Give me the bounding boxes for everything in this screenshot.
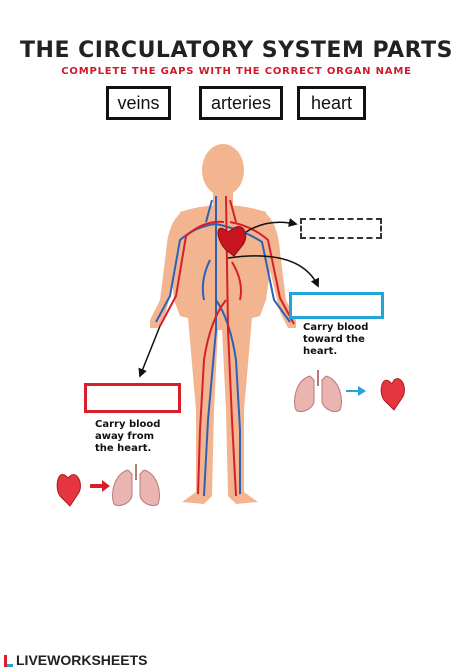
note-line: heart. xyxy=(303,346,338,357)
red-arrow-icon xyxy=(90,480,110,492)
answer-gap-heart-label[interactable] xyxy=(300,218,382,239)
note-line: toward the xyxy=(303,334,365,345)
word-card-heart[interactable]: heart xyxy=(297,86,366,120)
page-title: THE CIRCULATORY SYSTEM PARTS xyxy=(20,38,453,63)
note-line: away from xyxy=(95,431,154,442)
liveworksheets-footer: LIVEWORKSHEETS xyxy=(4,652,147,668)
lungs-icon-left xyxy=(112,464,160,507)
arrow-to-blue-gap xyxy=(227,255,319,288)
lungs-icon xyxy=(294,370,342,413)
blue-arrow-icon xyxy=(346,386,366,396)
page-subtitle: COMPLETE THE GAPS WITH THE CORRECT ORGAN… xyxy=(61,66,412,77)
liveworksheets-logo-icon xyxy=(4,654,13,667)
word-card-arteries[interactable]: arteries xyxy=(199,86,283,120)
heart-icon-left xyxy=(56,474,81,507)
answer-gap-arteries-label[interactable] xyxy=(84,383,181,413)
note-line: the heart. xyxy=(95,443,152,454)
footer-brand: LIVEWORKSHEETS xyxy=(16,652,148,668)
word-card-veins[interactable]: veins xyxy=(106,86,171,120)
answer-gap-veins-label[interactable] xyxy=(289,292,384,319)
note-line: Carry blood xyxy=(95,419,161,430)
arrow-to-red-gap xyxy=(138,325,161,378)
arrow-to-top-gap xyxy=(245,218,298,233)
human-body-figure xyxy=(150,144,296,504)
note-away-from-heart: Carry blood away from the heart. xyxy=(95,419,160,455)
note-line: Carry blood xyxy=(303,322,369,333)
arteries-network xyxy=(159,195,295,497)
heart-icon xyxy=(380,378,405,411)
note-toward-heart: Carry blood toward the heart. xyxy=(303,322,368,358)
heart-organ xyxy=(217,226,247,257)
